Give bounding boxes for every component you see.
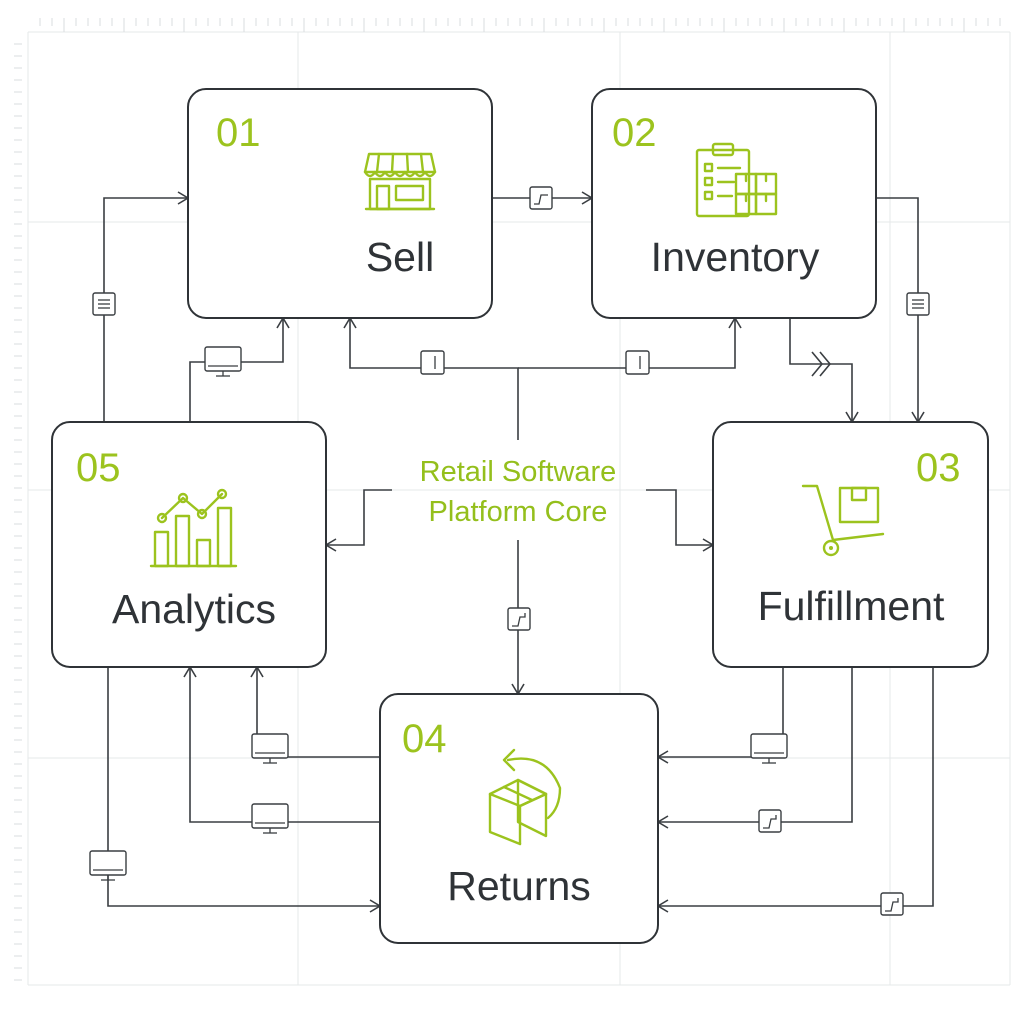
center-label-line2: Platform Core bbox=[429, 496, 608, 528]
monitor-chip bbox=[89, 850, 127, 881]
center-label: Retail Software Platform Core bbox=[420, 456, 617, 528]
node-label: Fulfillment bbox=[758, 583, 945, 629]
step-chart-chip bbox=[529, 186, 553, 210]
trend-chip bbox=[880, 892, 904, 916]
node-label: Analytics bbox=[112, 586, 276, 632]
storefront-icon bbox=[363, 152, 437, 211]
node-number: 02 bbox=[612, 111, 657, 155]
port-chip bbox=[625, 350, 650, 375]
node-fulfillment[interactable]: 03 Fulfillment bbox=[712, 421, 989, 668]
monitor-chip bbox=[204, 346, 242, 377]
port-chip bbox=[420, 350, 445, 375]
hand-truck-icon bbox=[801, 484, 885, 557]
document-chip bbox=[906, 292, 930, 316]
node-number: 01 bbox=[216, 111, 261, 155]
node-number: 04 bbox=[402, 717, 447, 761]
node-inventory[interactable]: 02 Inventory bbox=[591, 88, 877, 319]
node-returns[interactable]: 04 Returns bbox=[379, 693, 659, 944]
node-label: Inventory bbox=[651, 234, 820, 280]
clipboard-boxes-icon bbox=[695, 142, 778, 218]
node-analytics[interactable]: 05 Analytics bbox=[51, 421, 327, 668]
monitor-chip bbox=[750, 733, 788, 764]
monitor-chip bbox=[251, 803, 289, 834]
node-number: 03 bbox=[916, 446, 961, 490]
node-label: Sell bbox=[366, 234, 434, 280]
node-number: 05 bbox=[76, 446, 121, 490]
return-box-icon bbox=[488, 748, 562, 846]
bar-chart-icon bbox=[149, 488, 238, 568]
trend-chip bbox=[507, 607, 531, 631]
document-chip bbox=[92, 292, 116, 316]
node-sell[interactable]: 01 Sell bbox=[187, 88, 493, 319]
center-label-line1: Retail Software bbox=[420, 456, 617, 488]
node-label: Returns bbox=[447, 863, 591, 909]
connector-markers bbox=[89, 186, 930, 916]
trend-chip bbox=[758, 809, 782, 833]
monitor-chip bbox=[251, 733, 289, 764]
